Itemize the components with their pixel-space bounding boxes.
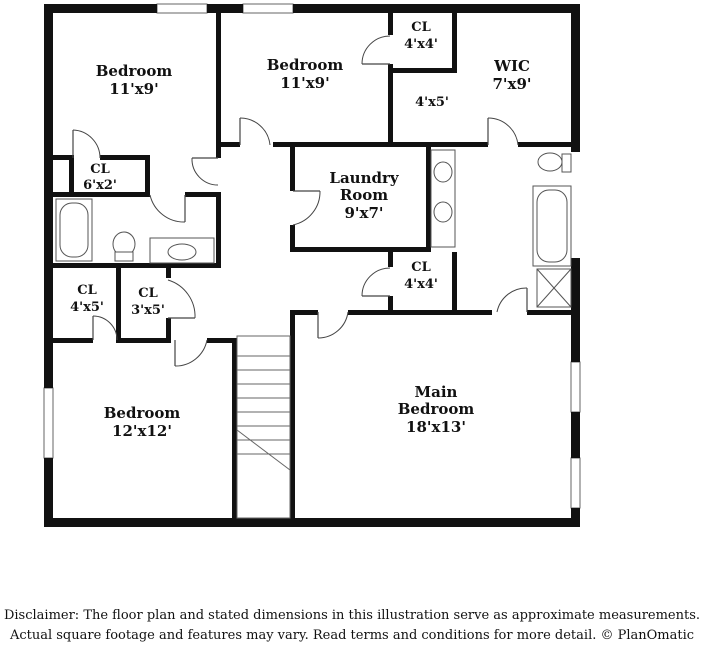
doors — [72, 35, 528, 367]
bedroom-sw-dim: 12'x12' — [112, 422, 172, 440]
bedroom-n-dim: 11'x9' — [280, 74, 329, 92]
wic-closet-dim: 4'x5' — [415, 95, 449, 110]
closet-w1-dim: 4'x5' — [70, 300, 104, 315]
closet-hall-name: CL — [90, 162, 110, 177]
floor-plan: Bedroom 11'x9' Bedroom 11'x9' CL 4'x4' W… — [43, 3, 581, 527]
closet-w1-name: CL — [77, 283, 97, 298]
closet-mid-name: CL — [411, 260, 431, 275]
bedroom-sw-name: Bedroom — [104, 404, 181, 422]
bathroom-fixtures — [55, 149, 572, 308]
main-bedroom-name-2: Bedroom — [398, 400, 475, 418]
laundry-name-1: Laundry — [329, 169, 399, 187]
closet-top-dim: 4'x4' — [404, 37, 438, 52]
wic-dim: 7'x9' — [492, 75, 531, 93]
laundry-dim: 9'x7' — [344, 204, 383, 222]
disclaimer-line-1: Disclaimer: The floor plan and stated di… — [3, 608, 701, 623]
laundry-name-2: Room — [340, 186, 388, 204]
bedroom-nw-dim: 11'x9' — [109, 80, 158, 98]
closet-hall-dim: 6'x2' — [83, 178, 117, 193]
interior-walls — [53, 13, 580, 518]
bedroom-n-name: Bedroom — [267, 56, 344, 74]
staircase — [236, 335, 291, 519]
closet-w2-dim: 3'x5' — [131, 303, 165, 318]
closet-w2-name: CL — [138, 286, 158, 301]
bedroom-nw-name: Bedroom — [96, 62, 173, 80]
wic-name: WIC — [493, 57, 530, 75]
closet-top-name: CL — [411, 20, 431, 35]
room-labels: Bedroom 11'x9' Bedroom 11'x9' CL 4'x4' W… — [70, 20, 531, 440]
main-bedroom-name-1: Main — [415, 383, 458, 401]
main-bedroom-dim: 18'x13' — [406, 418, 466, 436]
disclaimer: Disclaimer: The floor plan and stated di… — [0, 606, 704, 646]
closet-mid-dim: 4'x4' — [404, 277, 438, 292]
disclaimer-line-2: Actual square footage and features may v… — [9, 628, 695, 643]
